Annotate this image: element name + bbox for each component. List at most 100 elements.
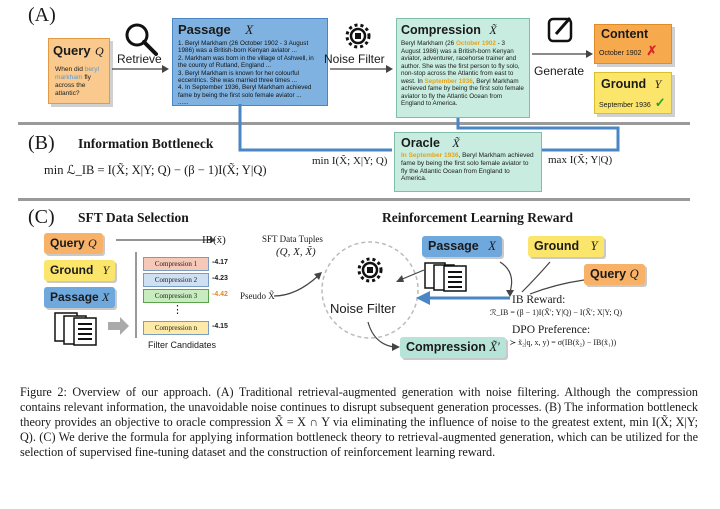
c-noise-filter-label: Noise Filter [330,301,396,316]
c-query-title: Query [50,236,85,250]
dpo-formula: p*(x̃₁ ≻ x̃₂|q, x, y) = σ(IB(x̃₂) − IB(x… [490,338,617,347]
sft-tuples: (Q, X, X̃) [276,246,316,258]
rl-query-title: Query [590,267,627,281]
candidate-3-score: -4.42 [212,291,228,298]
max-formula: max I(X̃; Y|Q) [548,154,613,166]
gear-icon [357,257,383,283]
ground-box: Ground Y September 1936 ✓ [594,72,672,114]
oracle-title: Oracle [401,136,440,150]
compression-text: Beryl Markham (26 [401,40,456,47]
ib-reward-label: IB Reward: [512,294,566,306]
documents-icon [54,312,97,346]
compression-text: , Beryl Markham achieved fame by being t… [401,77,524,108]
query-text: When did [55,66,85,73]
rl-ground-title: Ground [534,239,580,253]
gear-icon [345,23,371,49]
candidate-1-score: -4.17 [212,259,228,266]
arrow-passage-to-filter [396,269,425,282]
compression-highlight: October 1902 [455,40,496,47]
oracle-connectors [238,104,620,152]
candidate-1: Compression 1 [143,257,209,271]
c-passage-title: Passage [50,290,99,304]
oracle-text: , Beryl Markham achieved fame by being t… [401,152,534,183]
sft-title: SFT Data Selection [78,210,189,225]
rl-ground-tag: Ground Y [528,236,604,257]
passage-title: Passage [178,22,231,37]
ib-objective: min ℒ_IB = I(X̃; X|Y; Q) − (β − 1)I(X̃; … [44,163,267,177]
content-title: Content [601,27,649,41]
rl-query-tag: Query Q [584,264,645,285]
compression-title: Compression [401,23,481,37]
divider [18,122,690,125]
query-text-end: fly across the atlantic? [55,74,91,97]
arrow-compression-to-content [532,50,593,58]
passage-ellipsis: ...... [178,99,189,107]
c-ground-title: Ground [50,263,94,277]
passage-item: 1. Beryl Markham (26 October 1902 - 3 Au… [178,40,309,55]
ground-title: Ground [601,77,647,91]
c-ground-var: Y [102,263,110,277]
divider [18,198,690,201]
figure-caption: Figure 2: Overview of our approach. (A) … [20,385,698,459]
vertical-ellipsis: ⋮ [172,304,183,316]
arrow-passage-to-compression [330,65,393,73]
edit-icon [547,17,573,43]
retrieve-label: Retrieve [117,52,162,66]
dpo-label: DPO Preference: [512,324,591,336]
query-highlight: beryl markham [55,66,99,81]
reward-input-arrows [499,261,585,297]
filter-candidates-label: Filter Candidates [148,340,217,350]
passage-box: Passage X 1. Beryl Markham (26 October 1… [172,18,328,106]
candidate-bracket [116,237,216,338]
candidate-2: Compression 2 [143,273,209,287]
section-a-label: (A) [28,4,56,26]
query-box: Query Q When did beryl markham fly acros… [48,38,110,104]
oracle-highlight: In September 1936 [401,152,459,159]
min-formula: min I(X̃; X|Y; Q) [312,155,388,167]
candidate-n-score: -4.15 [212,323,228,330]
section-b-label: (B) [28,132,55,154]
compression-text: - 3 August 1986) was a British-born Keny… [401,40,520,85]
pseudo-label: Pseudo X̃ [240,291,275,301]
documents-icon [424,262,467,292]
compression-box: Compression X̃ Beryl Markham (26 October… [396,18,530,118]
c-ground-tag: Ground Y [44,260,116,281]
magnifier-icon [125,23,158,56]
compression-var: X̃ [489,23,497,37]
passage-var: X [245,22,254,37]
oracle-var: X̃ [452,136,460,150]
rl-compression-tag: Compression X̃′ [400,337,506,358]
ib-reward-formula: ℛ_IB = (β − 1)I(X̃′; Y|Q) − I(X̃′; X|Y; … [490,308,623,317]
cross-icon: ✗ [646,43,658,58]
query-var: Q [95,44,104,58]
noise-filter-label: Noise Filter [324,52,385,66]
c-passage-var: X [102,290,110,304]
ground-value: September 1936 [599,102,651,109]
sft-tuples-label: SFT Data Tuples [262,234,323,244]
section-b-title: Information Bottleneck [78,136,214,151]
content-value: October 1902 [599,50,642,57]
section-c-label: (C) [28,206,55,228]
c-query-tag: Query Q [44,233,103,254]
ib-label: IB(x̃) [202,234,226,246]
candidate-2-score: -4.23 [212,275,228,282]
compression-highlight: September 1936 [424,77,473,85]
rl-title: Reinforcement Learning Reward [382,210,573,225]
reward-arrow [416,291,510,305]
generate-label: Generate [534,64,585,78]
arrow-filter-to-compression [367,321,400,351]
rl-passage-var: X [488,239,496,253]
c-passage-tag: Passage X [44,287,116,308]
oracle-box: Oracle X̃ In September 1936, Beryl Markh… [394,132,542,192]
query-title: Query [53,43,91,58]
ground-var: Y [654,77,662,91]
rl-compression-title: Compression [406,340,486,354]
check-icon: ✓ [654,95,666,110]
arrow-pseudo-to-filter [273,272,322,297]
passage-item: 4. In September 1936, Beryl Markham achi… [178,84,312,99]
rl-compression-var: X̃′ [489,340,500,354]
rl-ground-var: Y [590,239,598,253]
arrow-query-to-passage [112,65,169,73]
passage-item: 3. Beryl Markham is known for her colour… [178,69,300,85]
rl-passage-tag: Passage X [422,236,502,257]
